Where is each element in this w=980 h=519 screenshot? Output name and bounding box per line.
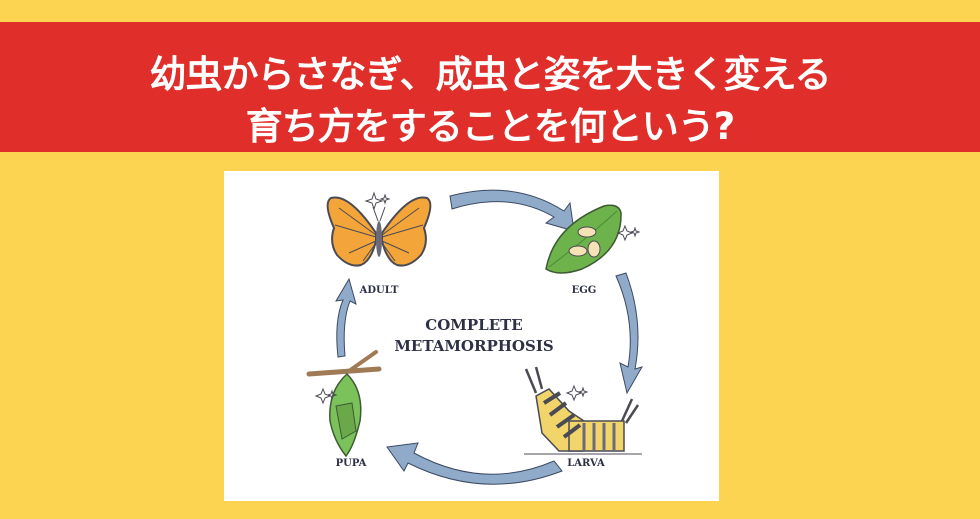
leaf-with-eggs-icon [545, 204, 622, 274]
stage-label-adult: ADULT [359, 285, 399, 296]
diagram-artwork [306, 189, 644, 485]
diagram-title: COMPLETE METAMORPHOSIS [374, 315, 574, 357]
sparkle-icon [364, 191, 391, 211]
question-banner: 幼虫からさなぎ、成虫と姿を大きく変える 育ち方をすることを何という? [0, 22, 980, 152]
question-line-1: 幼虫からさなぎ、成虫と姿を大きく変える [149, 53, 831, 96]
stage-label-larva: LARVA [567, 458, 605, 469]
arrow-pupa-to-adult [335, 277, 357, 358]
diagram-title-line-1: COMPLETE [425, 316, 523, 334]
sparkle-icon [616, 224, 641, 242]
diagram-title-line-2: METAMORPHOSIS [394, 337, 554, 355]
butterfly-icon [326, 196, 432, 267]
sparkle-icon [565, 384, 589, 402]
stage-label-pupa: PUPA [335, 458, 367, 469]
chrysalis-icon [306, 350, 382, 458]
stage-label-egg: EGG [571, 285, 597, 296]
arrow-egg-to-larva [615, 272, 644, 395]
caterpillar-icon [524, 366, 642, 455]
question-line-2: 育ち方をすることを何という? [245, 105, 735, 148]
arrow-adult-to-egg [449, 189, 575, 232]
sparkle-icon [314, 387, 338, 405]
arrow-larva-to-pupa [386, 442, 563, 485]
metamorphosis-diagram: ADULT EGG LARVA PUPA COMPLETE METAMORPHO… [224, 171, 719, 501]
